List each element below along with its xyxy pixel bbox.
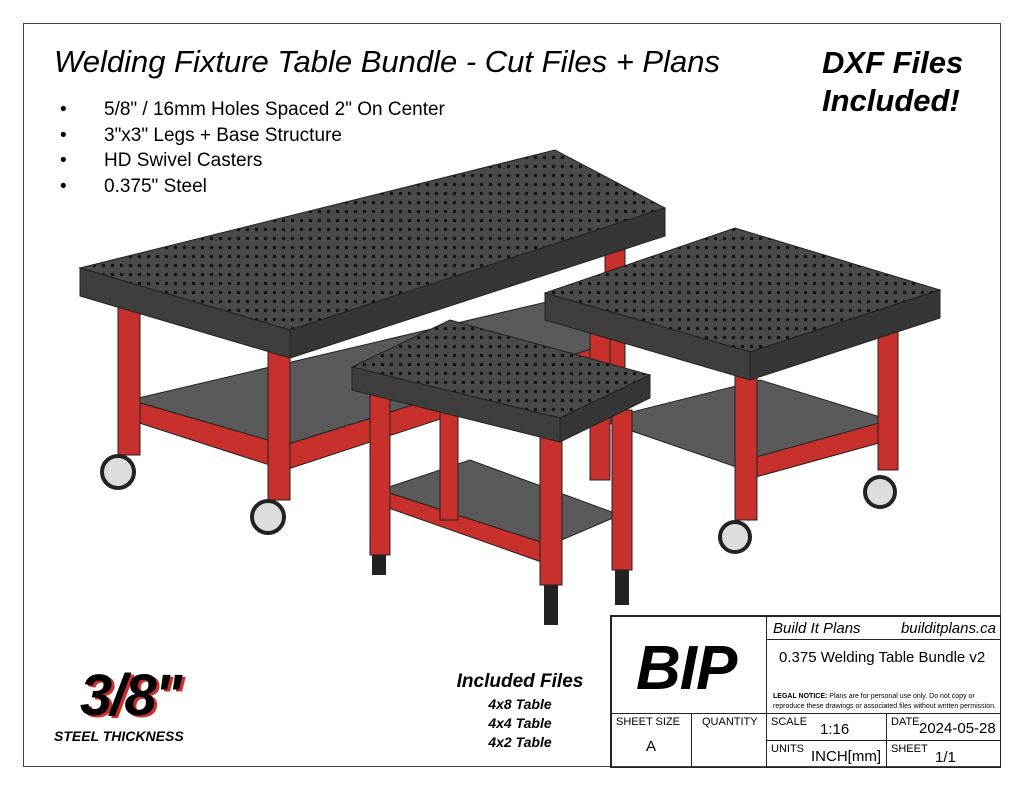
scale-cell: SCALE 1:16	[766, 713, 887, 741]
feature-item: 0.375" Steel	[60, 174, 445, 200]
sheet-label: SHEET	[891, 743, 928, 755]
title-block: BIP Build It Plans builditplans.ca 0.375…	[610, 615, 1001, 768]
table-4x2	[350, 319, 652, 625]
sheet-size-value: A	[646, 738, 657, 755]
units-value: INCH[mm]	[811, 748, 881, 765]
included-files: Included Files 4x8 Table 4x4 Table 4x2 T…	[440, 671, 600, 752]
legal-notice: LEGAL NOTICE: Plans are for personal use…	[773, 692, 998, 712]
legal-label: LEGAL NOTICE:	[773, 693, 828, 700]
sheet-border	[23, 23, 1001, 767]
legal-text: Plans are for personal use only. Do not …	[773, 693, 996, 710]
included-files-heading: Included Files	[456, 671, 584, 692]
drawing-title-cell: 0.375 Welding Table Bundle v2 LEGAL NOTI…	[766, 639, 1001, 714]
feature-item: 5/8" / 16mm Holes Spaced 2" On Center	[60, 97, 445, 123]
bip-logo: BIP	[636, 634, 737, 703]
sheet-cell: SHEET 1/1	[886, 740, 1001, 768]
dxf-line-2: Included!	[822, 83, 960, 118]
feature-list: 5/8" / 16mm Holes Spaced 2" On Center 3"…	[60, 97, 445, 199]
drawing-title: 0.375 Welding Table Bundle v2	[779, 649, 986, 666]
thickness-label: STEEL THICKNESS	[54, 728, 184, 744]
date-label: DATE	[891, 716, 920, 728]
scale-value: 1:16	[820, 721, 850, 738]
file-item: 4x2 Table	[488, 734, 552, 750]
file-item: 4x8 Table	[488, 696, 552, 712]
units-label: UNITS	[771, 743, 804, 755]
company-cell: Build It Plans builditplans.ca	[766, 616, 1001, 640]
website: builditplans.ca	[900, 620, 996, 637]
sheet-size-cell: SHEET SIZE A	[611, 713, 692, 768]
file-item: 4x4 Table	[488, 715, 552, 731]
quantity-cell: QUANTITY	[691, 713, 767, 768]
thickness-value: 3/8"	[80, 663, 182, 728]
company-name: Build It Plans	[773, 620, 861, 637]
date-cell: DATE 2024-05-28	[886, 713, 1001, 741]
feature-item: HD Swivel Casters	[60, 148, 445, 174]
sheet-value: 1/1	[935, 749, 956, 766]
sheet-size-label: SHEET SIZE	[616, 716, 680, 728]
date-value: 2024-05-28	[919, 720, 996, 737]
quantity-label: QUANTITY	[702, 716, 758, 728]
logo-cell: BIP	[611, 616, 767, 714]
dxf-line-1: DXF Files	[822, 45, 964, 80]
units-cell: UNITS INCH[mm]	[766, 740, 887, 768]
scale-label: SCALE	[771, 716, 808, 728]
table-4x4	[543, 227, 942, 554]
page-title: Welding Fixture Table Bundle - Cut Files…	[54, 44, 720, 79]
feature-item: 3"x3" Legs + Base Structure	[60, 123, 445, 149]
